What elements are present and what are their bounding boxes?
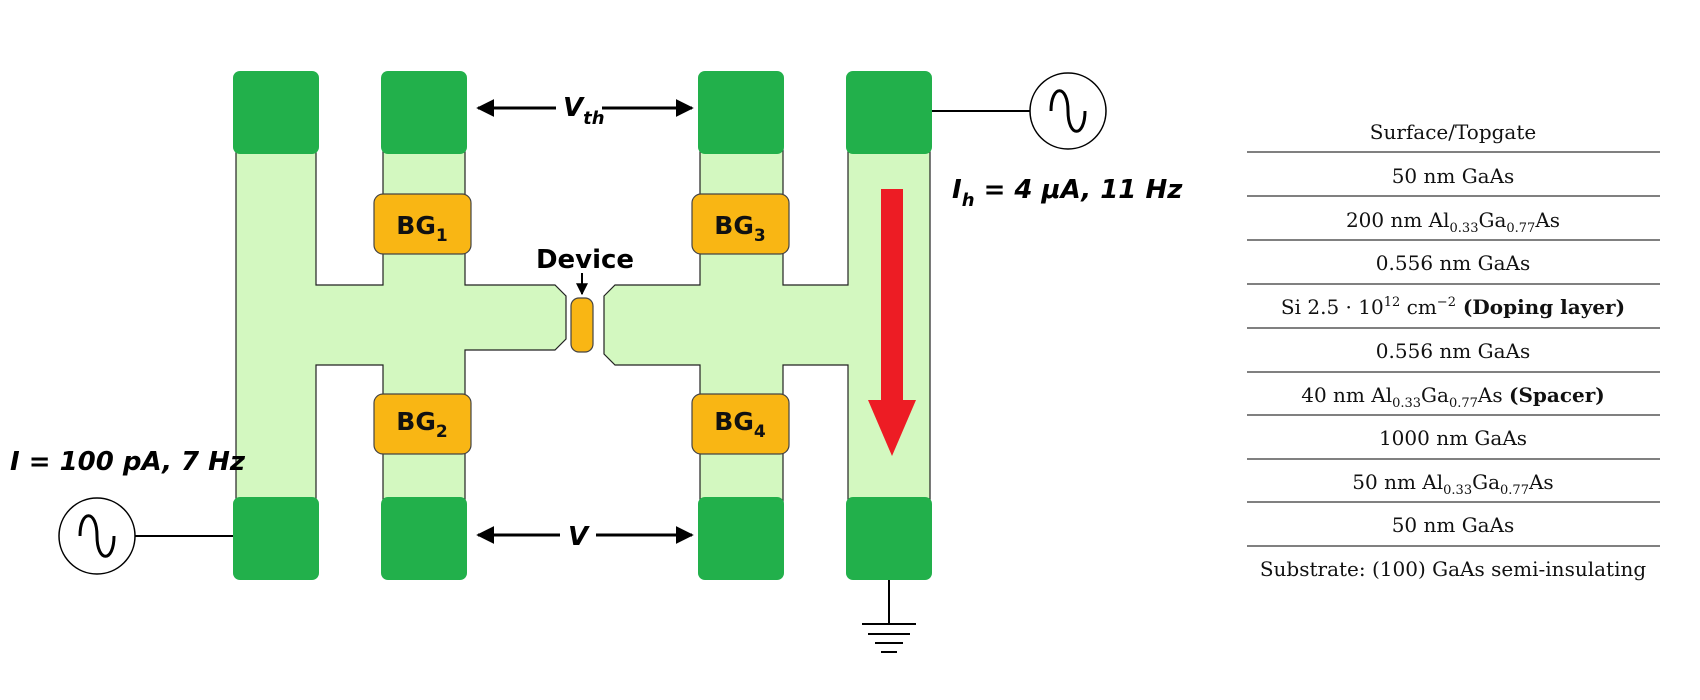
measurement-source: I = 100 pA, 7 Hz (10, 447, 246, 575)
vth-label: Vth (563, 93, 605, 129)
channel-body (235, 99, 567, 551)
layer-label: 0.556 nm GaAs (1376, 339, 1530, 363)
device: Device (536, 245, 634, 353)
arrow-down-icon (868, 189, 916, 456)
v-measure: V (476, 522, 694, 552)
gate-bg1-label: BG1 (396, 211, 447, 246)
gate-bg4 (691, 393, 790, 455)
gate-bg4-label: BG4 (714, 407, 766, 442)
contact-bottom-4 (846, 497, 932, 580)
contact-bottom-2 (381, 497, 467, 580)
ground-icon (862, 580, 916, 653)
contact-top-2 (381, 71, 467, 154)
contact-top-4 (846, 71, 932, 154)
device-label: Device (536, 245, 634, 275)
layer-label: 50 nm GaAs (1392, 513, 1515, 537)
ih-label: Ih = 4 μA, 11 Hz (952, 175, 1183, 211)
heating-source: Ih = 4 μA, 11 Hz (932, 72, 1183, 211)
gate-bg1 (373, 193, 472, 255)
contact-top-3 (698, 71, 784, 154)
contacts (233, 71, 932, 580)
gate-bg2 (373, 393, 472, 455)
contact-bottom-1 (233, 497, 319, 580)
layer-label: 1000 nm GaAs (1379, 426, 1527, 450)
ac-source-icon (58, 497, 136, 575)
layer-label: 50 nm Al0.33Ga0.77As (1352, 470, 1553, 498)
layer-label: Si 2.5 · 1012 cm−2 (Doping layer) (1281, 295, 1625, 319)
back-gates: BG1 BG2 BG3 BG4 (373, 193, 790, 455)
gate-bg2-label: BG2 (396, 407, 447, 442)
device-pad (570, 297, 594, 353)
i-label: I = 100 pA, 7 Hz (10, 447, 246, 477)
layer-stack: Surface/Topgate 50 nm GaAs 200 nm Al0.33… (1247, 120, 1660, 581)
layer-label: 40 nm Al0.33Ga0.77As (Spacer) (1301, 383, 1605, 411)
gate-bg3 (691, 193, 790, 255)
contact-bottom-3 (698, 497, 784, 580)
v-label: V (568, 522, 590, 552)
layer-label: 0.556 nm GaAs (1376, 251, 1530, 275)
gate-bg3-label: BG3 (714, 211, 765, 246)
layer-label: Substrate: (100) GaAs semi-insulating (1260, 557, 1647, 581)
layer-label: 200 nm Al0.33Ga0.77As (1346, 208, 1560, 236)
ac-source-icon (1029, 72, 1107, 150)
contact-top-1 (233, 71, 319, 154)
layer-label: Surface/Topgate (1370, 120, 1536, 144)
layer-label: 50 nm GaAs (1392, 164, 1515, 188)
vth-measure: Vth (476, 93, 694, 129)
